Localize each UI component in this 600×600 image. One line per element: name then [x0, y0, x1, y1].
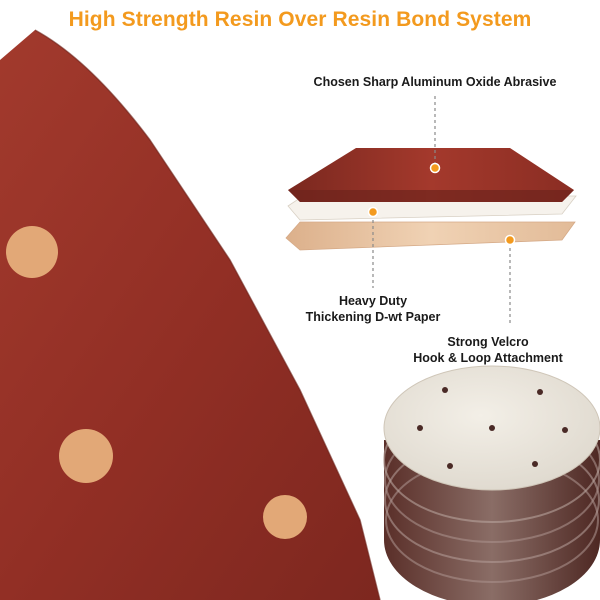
- layer-stack-illustration: [285, 148, 577, 251]
- callout-dot-icon: [367, 162, 516, 246]
- velcro-label-line1: Strong Velcro: [447, 335, 529, 349]
- page-title: High Strength Resin Over Resin Bond Syst…: [68, 8, 532, 31]
- sanding-disc-stack-image: [383, 365, 600, 600]
- paper-label-line2: Thickening D-wt Paper: [305, 310, 441, 324]
- abrasive-layer-label: Chosen Sharp Aluminum Oxide Abrasive: [300, 74, 570, 90]
- velcro-label-line2: Hook & Loop Attachment: [413, 351, 563, 365]
- abrasive-label-text: Chosen Sharp Aluminum Oxide Abrasive: [313, 75, 557, 89]
- paper-layer-label: Heavy Duty Thickening D-wt Paper: [288, 293, 458, 325]
- sandpaper-sheet-image: [0, 29, 381, 600]
- callout-lines: [372, 96, 511, 325]
- paper-label-line1: Heavy Duty: [338, 294, 408, 308]
- velcro-layer-label: Strong Velcro Hook & Loop Attachment: [398, 334, 578, 366]
